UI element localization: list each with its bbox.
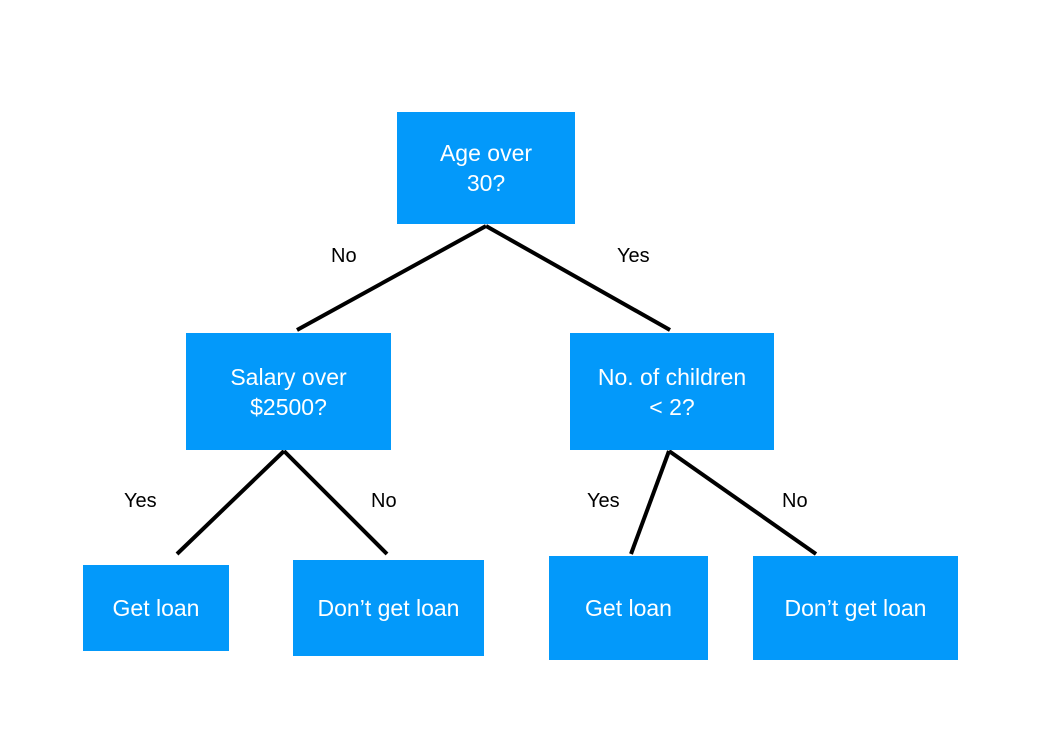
edge-label-children-no: No (782, 490, 808, 512)
leaf-node-dont-get-loan-salary: Don’t get loan (293, 560, 484, 656)
decision-node-age: Age over 30? (397, 112, 575, 224)
edge-label-salary-no: No (371, 490, 397, 512)
edge-label-root-yes: Yes (617, 245, 650, 267)
decision-node-salary: Salary over $2500? (186, 333, 391, 450)
leaf-node-get-loan-children: Get loan (549, 556, 708, 660)
leaf-node-dont-get-loan-children: Don’t get loan (753, 556, 958, 660)
leaf-node-get-loan-salary: Get loan (83, 565, 229, 651)
decision-node-children: No. of children < 2? (570, 333, 774, 450)
edge-root-no (296, 224, 487, 332)
edge-salary-yes (175, 449, 286, 556)
edge-label-root-no: No (331, 245, 357, 267)
edge-root-yes (485, 224, 671, 332)
edge-children-no (667, 449, 818, 556)
edge-label-children-yes: Yes (587, 490, 620, 512)
edge-children-yes (629, 450, 671, 555)
edge-salary-no (282, 449, 389, 556)
edge-label-salary-yes: Yes (124, 490, 157, 512)
